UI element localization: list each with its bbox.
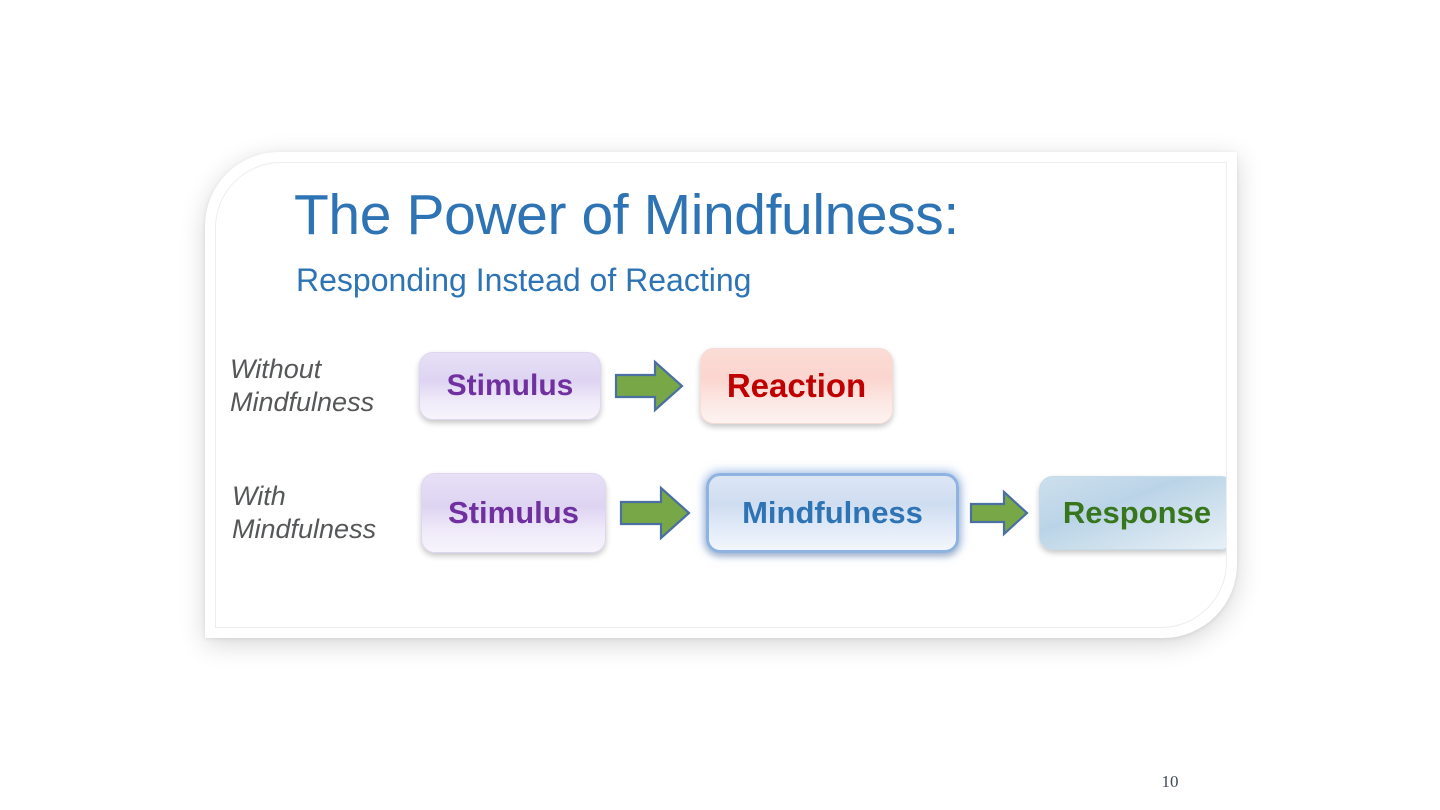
flow-row-without-mindfulness: Without Mindfulness Stimulus: [230, 348, 893, 424]
slide-content-area: The Power of Mindfulness: Responding Ins…: [215, 162, 1227, 628]
slide-card: The Power of Mindfulness: Responding Ins…: [205, 152, 1237, 638]
row-label-line-1: Without: [230, 353, 322, 384]
row-label-line-2: Mindfulness: [230, 387, 375, 417]
right-arrow-icon: [618, 483, 692, 543]
row-label-without-mindfulness: Without Mindfulness: [230, 353, 402, 420]
node-label: Response: [1062, 495, 1212, 530]
node-label: Stimulus: [446, 369, 574, 402]
row-label-line-1: With: [232, 480, 286, 511]
right-arrow-icon: [613, 357, 685, 415]
node-label: Stimulus: [448, 495, 579, 530]
node-label: Reaction: [726, 367, 867, 404]
node-label: Mindfulness: [742, 495, 923, 530]
node-stimulus-with[interactable]: Stimulus: [421, 473, 606, 553]
right-arrow-icon: [968, 488, 1030, 538]
node-reaction[interactable]: Reaction: [700, 348, 893, 424]
page-number: 10: [1161, 772, 1179, 791]
page-title: The Power of Mindfulness:: [294, 183, 959, 247]
page-subtitle: Responding Instead of Reacting: [296, 262, 752, 298]
row-label-line-2: Mindfulness: [232, 514, 377, 544]
flow-row-with-mindfulness: With Mindfulness Stimulus: [232, 473, 1226, 553]
node-stimulus-without[interactable]: Stimulus: [419, 352, 601, 420]
row-label-with-mindfulness: With Mindfulness: [232, 480, 408, 547]
mindfulness-flow-diagram: Without Mindfulness Stimulus: [216, 163, 1226, 627]
node-mindfulness[interactable]: Mindfulness: [706, 473, 959, 553]
node-response[interactable]: Response: [1039, 476, 1226, 550]
